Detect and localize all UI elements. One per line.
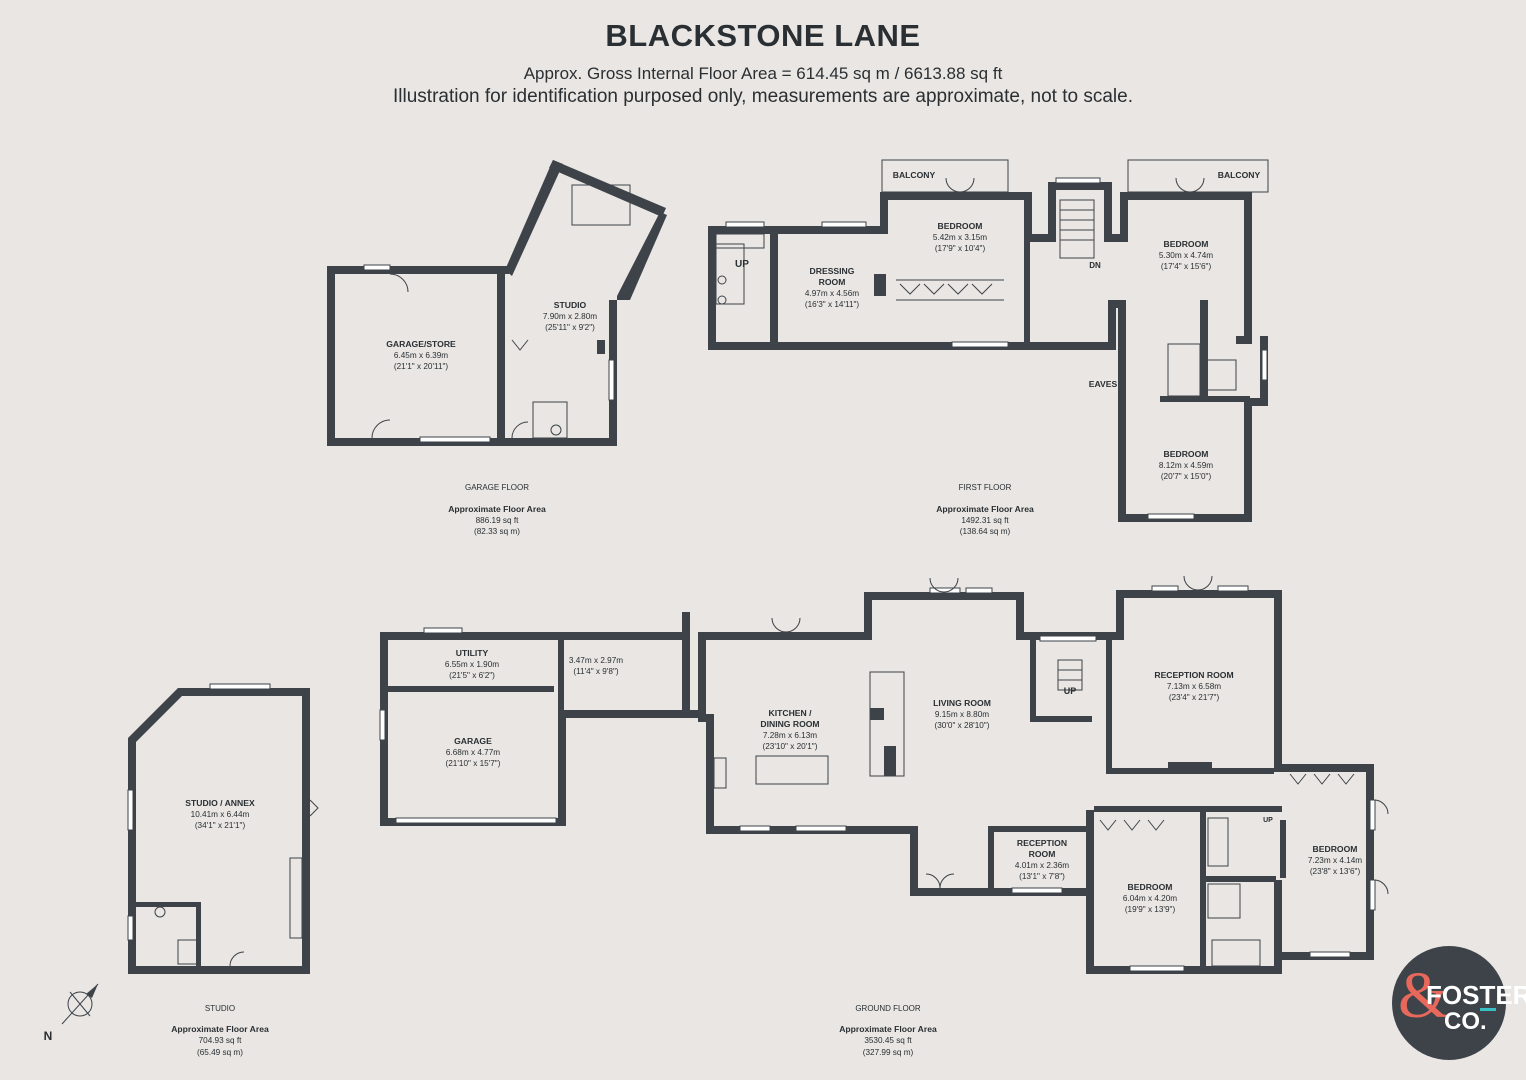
room-dimensions-imperial: (23'8" x 13'6") <box>1310 867 1361 876</box>
logo-text-line1: FOSTER <box>1426 980 1526 1010</box>
room-label: BEDROOM <box>1164 449 1209 459</box>
room-dimensions-metric: 6.04m x 4.20m <box>1123 894 1177 903</box>
brand-logo: & FOSTER CO. <box>1392 946 1526 1060</box>
room-dimensions-metric: 4.01m x 2.36m <box>1015 861 1069 870</box>
room-label: KITCHEN / <box>769 708 813 718</box>
room-dimensions-imperial: (30'0" x 28'10") <box>935 721 990 730</box>
room-label-line2: DINING ROOM <box>760 719 819 729</box>
floor-area-sqm: (65.49 sq m) <box>197 1048 243 1057</box>
north-label: N <box>44 1029 53 1043</box>
floor-area-label: Approximate Floor Area <box>171 1024 269 1034</box>
room-dimensions-imperial: (17'4" x 15'6") <box>1161 262 1212 271</box>
room-dimensions-metric: 8.12m x 4.59m <box>1159 461 1213 470</box>
room-label: STUDIO <box>554 300 587 310</box>
floor-area-label: Approximate Floor Area <box>448 504 546 514</box>
floor-area-sqm: (327.99 sq m) <box>863 1048 914 1057</box>
floor-area-sqft: 886.19 sq ft <box>476 516 520 525</box>
room-dimensions-metric: 5.30m x 4.74m <box>1159 251 1213 260</box>
room-dimensions-imperial: (19'9" x 13'9") <box>1125 905 1176 914</box>
gross-area-text: Approx. Gross Internal Floor Area = 614.… <box>523 64 1003 83</box>
ground-floor-plan: UTILITY 6.55m x 1.90m (21'5" x 6'2") 3.4… <box>379 575 1389 1057</box>
floor-name: GARAGE FLOOR <box>465 483 529 492</box>
floor-area-sqft: 704.93 sq ft <box>199 1036 243 1045</box>
room-label: RECEPTION <box>1017 838 1067 848</box>
studio-annex-plan: STUDIO / ANNEX 10.41m x 6.44m (34'1" x 2… <box>127 683 319 1057</box>
floor-name: FIRST FLOOR <box>959 483 1012 492</box>
room-label: BEDROOM <box>1313 844 1358 854</box>
first-floor-plan: BALCONY BALCONY UP DN EAVES BEDROOM 5.42… <box>708 159 1269 536</box>
room-dimensions-imperial: (21'10" x 15'7") <box>446 759 501 768</box>
room-label: STUDIO / ANNEX <box>185 798 255 808</box>
stairs-up-label: UP <box>735 259 749 270</box>
eaves-label: EAVES <box>1089 379 1118 389</box>
room-label-line2: ROOM <box>819 277 846 287</box>
room-dimensions-metric: 6.55m x 1.90m <box>445 660 499 669</box>
room-dimensions-imperial: (11'4" x 9'8") <box>573 667 618 676</box>
room-dimensions-imperial: (16'3" x 14'11") <box>805 300 860 309</box>
balcony-label: BALCONY <box>893 170 936 180</box>
floor-area-sqft: 1492.31 sq ft <box>961 516 1009 525</box>
room-label: BEDROOM <box>1128 882 1173 892</box>
stairs-up-label: UP <box>1263 817 1273 824</box>
logo-accent-bar <box>1480 1008 1496 1011</box>
room-label: DRESSING <box>810 266 855 276</box>
room-dimensions-metric: 7.90m x 2.80m <box>543 312 597 321</box>
room-dimensions-metric: 10.41m x 6.44m <box>191 810 250 819</box>
room-dimensions-metric: 3.47m x 2.97m <box>569 656 623 665</box>
room-dimensions-metric: 7.13m x 6.58m <box>1167 682 1221 691</box>
room-dimensions-imperial: (13'1" x 7'8") <box>1019 872 1065 881</box>
room-dimensions-metric: 4.97m x 4.56m <box>805 289 859 298</box>
floor-area-label: Approximate Floor Area <box>839 1024 937 1034</box>
room-label: RECEPTION ROOM <box>1154 670 1233 680</box>
garage-floor-plan: GARAGE/STORE 6.45m x 6.39m (21'1" x 20'1… <box>327 160 667 536</box>
floor-area-label: Approximate Floor Area <box>936 504 1034 514</box>
stairs-down-label: DN <box>1089 261 1101 270</box>
floor-name: GROUND FLOOR <box>855 1004 921 1013</box>
logo-ampersand: & <box>1398 959 1450 1032</box>
page-title: BLACKSTONE LANE <box>605 18 921 53</box>
room-label: BEDROOM <box>938 221 983 231</box>
room-dimensions-metric: 5.42m x 3.15m <box>933 233 987 242</box>
room-label: GARAGE/STORE <box>386 339 456 349</box>
room-dimensions-metric: 6.68m x 4.77m <box>446 748 500 757</box>
stairs-up-label: UP <box>1064 686 1077 696</box>
floor-area-sqm: (82.33 sq m) <box>474 527 520 536</box>
room-label: LIVING ROOM <box>933 698 991 708</box>
floor-area-sqm: (138.64 sq m) <box>960 527 1011 536</box>
room-dimensions-metric: 7.28m x 6.13m <box>763 731 817 740</box>
room-dimensions-imperial: (23'10" x 20'1") <box>763 742 818 751</box>
room-dimensions-imperial: (20'7" x 15'0") <box>1161 472 1212 481</box>
balcony-label: BALCONY <box>1218 170 1261 180</box>
floor-area-sqft: 3530.45 sq ft <box>864 1036 912 1045</box>
room-dimensions-imperial: (17'9" x 10'4") <box>935 244 986 253</box>
room-dimensions-imperial: (21'5" x 6'2") <box>449 671 495 680</box>
floor-name: STUDIO <box>205 1004 235 1013</box>
room-dimensions-imperial: (25'11" x 9'2") <box>545 323 595 332</box>
room-dimensions-imperial: (23'4" x 21'7") <box>1169 693 1220 702</box>
logo-text-line2: CO. <box>1444 1008 1487 1035</box>
room-label-line2: ROOM <box>1029 849 1056 859</box>
room-dimensions-metric: 7.23m x 4.14m <box>1308 856 1362 865</box>
room-dimensions-imperial: (21'1" x 20'11") <box>394 362 449 371</box>
room-label: UTILITY <box>456 648 489 658</box>
compass-icon: N <box>44 983 99 1043</box>
room-label: GARAGE <box>454 736 492 746</box>
room-dimensions-imperial: (34'1" x 21'1") <box>195 821 246 830</box>
room-dimensions-metric: 9.15m x 8.80m <box>935 710 989 719</box>
room-dimensions-metric: 6.45m x 6.39m <box>394 351 448 360</box>
room-label: BEDROOM <box>1164 239 1209 249</box>
disclaimer-text: Illustration for identification purposed… <box>393 86 1133 107</box>
